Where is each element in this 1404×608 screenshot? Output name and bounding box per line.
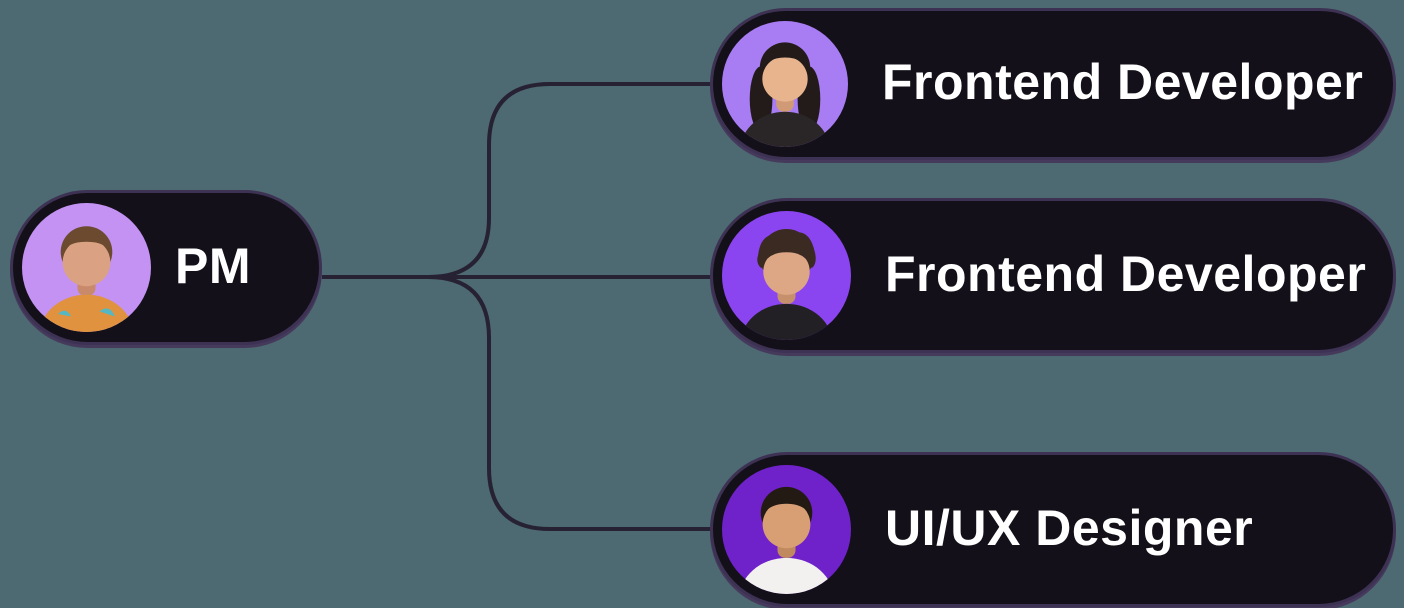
node-pm[interactable]: PM	[10, 190, 322, 345]
node-frontend-developer-2[interactable]: Frontend Developer	[710, 198, 1396, 353]
node-label-pm: PM	[175, 237, 251, 294]
connector-pm-to-uiux	[427, 275, 713, 531]
man-avatar-illustration	[740, 229, 833, 340]
node-label-uiux-designer: UI/UX Designer	[885, 499, 1254, 556]
pm-avatar-photo	[22, 203, 151, 332]
man-avatar-illustration	[39, 226, 134, 332]
frontend-developer-1-avatar-photo	[722, 21, 848, 147]
uiux-designer-avatar-photo	[722, 465, 851, 594]
node-frontend-developer-1[interactable]: Frontend Developer	[710, 8, 1396, 160]
node-uiux-designer[interactable]: UI/UX Designer	[710, 452, 1396, 607]
connector-pm-to-frontend-1	[322, 82, 713, 279]
woman-avatar-illustration	[739, 42, 831, 147]
node-label-frontend-developer-2: Frontend Developer	[885, 245, 1367, 302]
node-label-frontend-developer-1: Frontend Developer	[882, 54, 1364, 110]
man-avatar-illustration	[739, 486, 834, 594]
frontend-developer-2-avatar-photo	[722, 211, 851, 340]
